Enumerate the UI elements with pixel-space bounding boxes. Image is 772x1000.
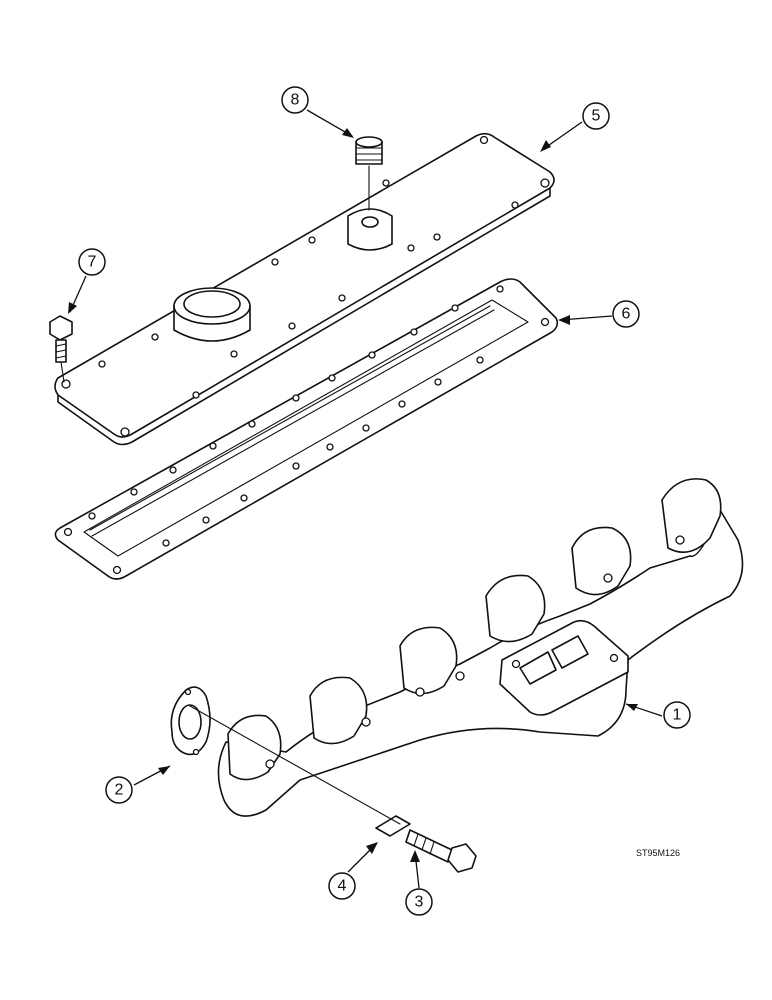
callout-4: 4 (328, 842, 378, 900)
callout-label-1: 1 (673, 707, 682, 724)
part-flange-gasket (170, 686, 211, 756)
callout-label-4: 4 (338, 878, 347, 895)
callout-label-8: 8 (291, 92, 300, 109)
part-plug (355, 136, 383, 211)
callout-label-5: 5 (592, 108, 601, 125)
callout-6: 6 (558, 300, 640, 328)
callout-label-6: 6 (622, 306, 631, 323)
part-cover-bolt (49, 315, 73, 383)
reference-code: ST95M126 (636, 848, 680, 858)
callout-label-7: 7 (88, 254, 97, 271)
callout-label-3: 3 (415, 894, 424, 911)
part-lock-plate (189, 705, 411, 837)
callout-1: 1 (625, 701, 691, 729)
callout-7: 7 (68, 248, 106, 314)
part-exhaust-manifold (217, 478, 744, 817)
callout-3: 3 (405, 850, 433, 916)
callout-2: 2 (105, 765, 171, 804)
part-gasket (54, 278, 559, 580)
callout-label-2: 2 (115, 782, 124, 799)
callout-8: 8 (281, 86, 354, 138)
part-manifold-bolt (405, 829, 477, 873)
part-cover-plate (54, 132, 555, 446)
callout-5: 5 (540, 102, 610, 152)
